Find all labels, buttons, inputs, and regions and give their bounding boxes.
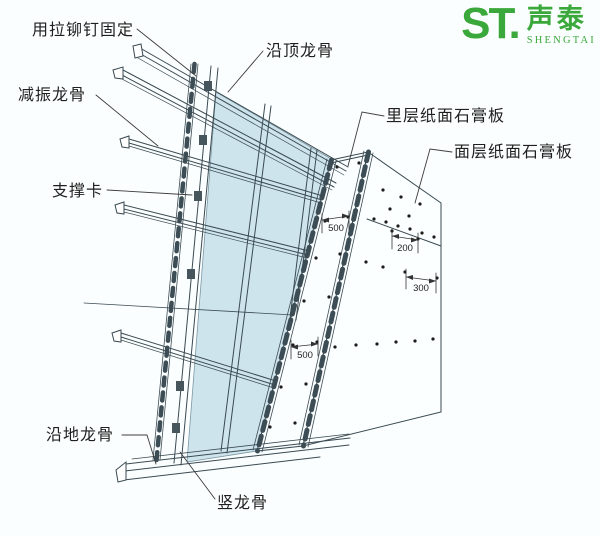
logo-chinese-name: 声泰 — [526, 4, 587, 34]
dim-text-200: 200 — [397, 243, 413, 254]
vertical-stud-main — [173, 65, 219, 466]
dimension-500-top — [321, 210, 350, 234]
dimension-500-bottom — [290, 336, 319, 360]
dim-text-500-bottom: 500 — [297, 350, 313, 361]
logo-st-text: ST. — [461, 0, 521, 48]
damping-channel-top — [112, 66, 337, 191]
vertical-stud-mid — [220, 103, 272, 454]
label-floor-track: 沿地龙骨 — [46, 426, 114, 444]
floor-track — [115, 433, 351, 483]
logo: ST. 声泰 SHENGTAI — [461, 0, 596, 48]
label-support-clip: 支撑卡 — [52, 182, 103, 200]
screw-dots — [268, 161, 439, 429]
damping-channel-4 — [111, 329, 277, 389]
leader-lines — [95, 28, 453, 500]
outer-board-edge-dashes — [298, 149, 374, 449]
label-damping-stud: 减振龙骨 — [18, 86, 86, 104]
logo-english-name: SHENGTAI — [526, 35, 596, 46]
stud-dashed-left — [152, 61, 199, 463]
label-rivet-fix: 用拉铆钉固定 — [32, 21, 134, 39]
dimension-300 — [405, 268, 437, 294]
label-outer-gypsum: 面层纸面石膏板 — [454, 142, 573, 161]
dimension-200 — [391, 228, 419, 254]
damping-channel-2 — [119, 135, 324, 204]
dim-text-300: 300 — [413, 283, 429, 294]
dim-text-500-top: 500 — [328, 223, 344, 234]
inner-board-edge-dashes — [252, 157, 337, 454]
damping-channel-3 — [114, 201, 310, 259]
label-ceiling-track: 沿顶龙骨 — [266, 42, 334, 60]
label-inner-gypsum: 里层纸面石膏板 — [386, 106, 505, 125]
support-clips — [172, 81, 212, 433]
vertical-stud-right — [289, 147, 318, 321]
label-vertical-stud: 竖龙骨 — [217, 494, 268, 512]
